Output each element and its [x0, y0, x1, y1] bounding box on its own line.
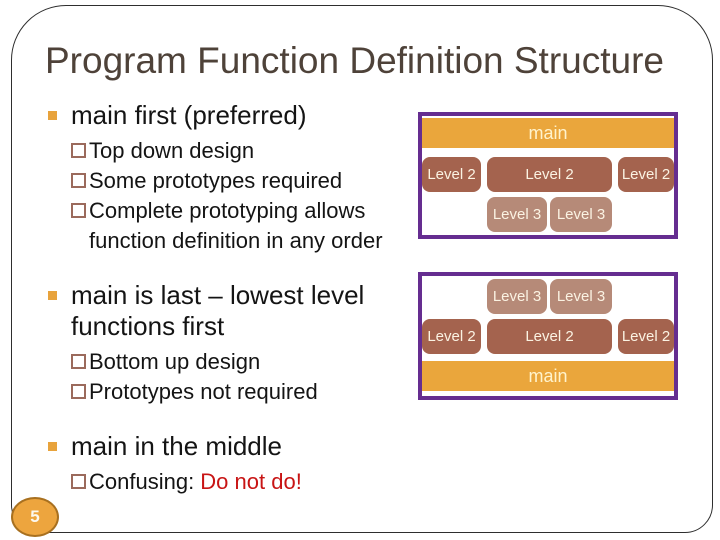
level2-box: Level 2 [487, 319, 612, 354]
hollow-square-bullet-icon [71, 474, 86, 489]
sub-bullet-prefix: Confusing: [89, 469, 201, 494]
sub-bullet-text: Some prototypes required [89, 168, 343, 193]
sub-bullet-item: Prototypes not required [71, 377, 416, 407]
sub-bullet-item: Complete prototyping allows function def… [71, 196, 416, 256]
level2-row: Level 2 Level 2 Level 2 [422, 319, 674, 354]
sub-bullet-item: Some prototypes required [71, 166, 416, 196]
level3-box: Level 3 [550, 279, 612, 314]
square-bullet-icon [48, 291, 57, 300]
level3-box: Level 3 [487, 197, 547, 232]
bullet-item: main first (preferred) [44, 100, 416, 131]
bullet-item: main in the middle [44, 431, 416, 462]
slide-border-frame [11, 5, 713, 533]
level2-box: Level 2 [422, 319, 481, 354]
sub-bullet-list: Confusing: Do not do! [44, 467, 416, 497]
diagram-main-first: main Level 2 Level 2 Level 2 Level 3 Lev… [418, 112, 678, 239]
sub-bullet-item: Confusing: Do not do! [71, 467, 416, 497]
level3-box: Level 3 [550, 197, 612, 232]
sub-bullet-list: Bottom up design Prototypes not required [44, 347, 416, 407]
bullet-text: main in the middle [71, 431, 282, 461]
sub-bullet-text: Top down design [89, 138, 255, 163]
main-function-bar: main [422, 361, 674, 391]
sub-bullet-text: Bottom up design [89, 349, 261, 374]
section-main-last: main is last – lowest level functions fi… [44, 280, 416, 407]
bullet-text: main first (preferred) [71, 100, 307, 130]
level3-row: Level 3 Level 3 [487, 197, 674, 232]
level2-box: Level 2 [618, 157, 674, 192]
bullet-item: main is last – lowest level functions fi… [44, 280, 416, 342]
level2-box: Level 2 [422, 157, 481, 192]
square-bullet-icon [48, 111, 57, 120]
sub-bullet-text: Confusing: Do not do! [89, 467, 302, 497]
main-function-bar: main [422, 118, 674, 148]
hollow-square-bullet-icon [71, 203, 86, 218]
hollow-square-bullet-icon [71, 143, 86, 158]
diagram-main-last: Level 3 Level 3 Level 2 Level 2 Level 2 … [418, 272, 678, 400]
page-number: 5 [30, 507, 40, 526]
level2-row: Level 2 Level 2 Level 2 [422, 157, 674, 192]
sub-bullet-text: Prototypes not required [89, 379, 318, 404]
hollow-square-bullet-icon [71, 173, 86, 188]
slide-title: Program Function Definition Structure [45, 40, 664, 81]
hollow-square-bullet-icon [71, 354, 86, 369]
level2-box: Level 2 [487, 157, 612, 192]
warning-text: Do not do! [200, 469, 302, 494]
sub-bullet-text: Complete prototyping allows function def… [89, 198, 383, 253]
hollow-square-bullet-icon [71, 384, 86, 399]
sub-bullet-item: Top down design [71, 136, 416, 166]
sub-bullet-list: Top down design Some prototypes required… [44, 136, 416, 256]
bullet-text: main is last – lowest level functions fi… [71, 280, 365, 341]
page-number-badge: 5 [11, 497, 59, 537]
level2-box: Level 2 [618, 319, 674, 354]
bullet-content: main first (preferred) Top down design S… [44, 100, 416, 521]
level3-row: Level 3 Level 3 [487, 279, 674, 314]
square-bullet-icon [48, 442, 57, 451]
section-main-middle: main in the middle Confusing: Do not do! [44, 431, 416, 497]
level3-box: Level 3 [487, 279, 547, 314]
section-main-first: main first (preferred) Top down design S… [44, 100, 416, 256]
sub-bullet-item: Bottom up design [71, 347, 416, 377]
